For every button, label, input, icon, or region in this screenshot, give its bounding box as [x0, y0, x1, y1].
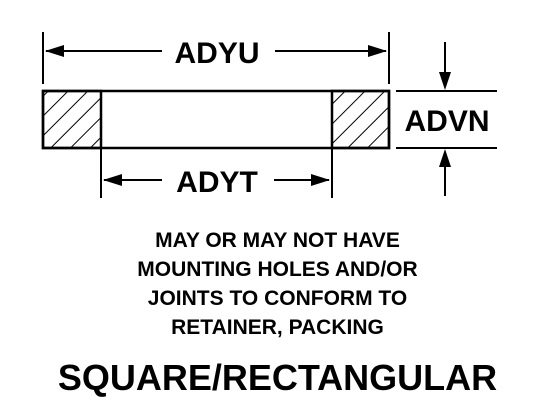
outer-width-arrowhead-right: [368, 45, 387, 57]
note-line-2: MOUNTING HOLES AND/OR: [137, 258, 418, 281]
inner-width-dimension: ADYT: [100, 148, 333, 199]
outer-width-arrowhead-left: [45, 45, 64, 57]
thickness-label: ADVN: [404, 105, 489, 138]
note-line-3: JOINTS TO CONFORM TO: [147, 287, 408, 310]
right-section-hatch: [330, 89, 391, 150]
inner-width-arrowhead-right: [311, 174, 330, 186]
outer-width-dimension: ADYU: [42, 32, 390, 84]
shape-title: SQUARE/RECTANGULAR: [57, 357, 498, 398]
thickness-dimension: ADVN: [396, 42, 497, 196]
mounting-note: MAY OR MAY NOT HAVE MOUNTING HOLES AND/O…: [0, 226, 555, 342]
inner-width-arrowhead-left: [103, 174, 122, 186]
left-section-hatch: [41, 89, 103, 150]
inner-width-label: ADYT: [176, 166, 258, 199]
ring-cross-section: [41, 89, 391, 150]
thickness-arrowhead-top: [439, 72, 451, 90]
thickness-arrowhead-bottom: [439, 149, 451, 167]
note-line-1: MAY OR MAY NOT HAVE: [155, 229, 400, 252]
note-line-4: RETAINER, PACKING: [171, 316, 384, 339]
outer-width-label: ADYU: [174, 37, 259, 70]
